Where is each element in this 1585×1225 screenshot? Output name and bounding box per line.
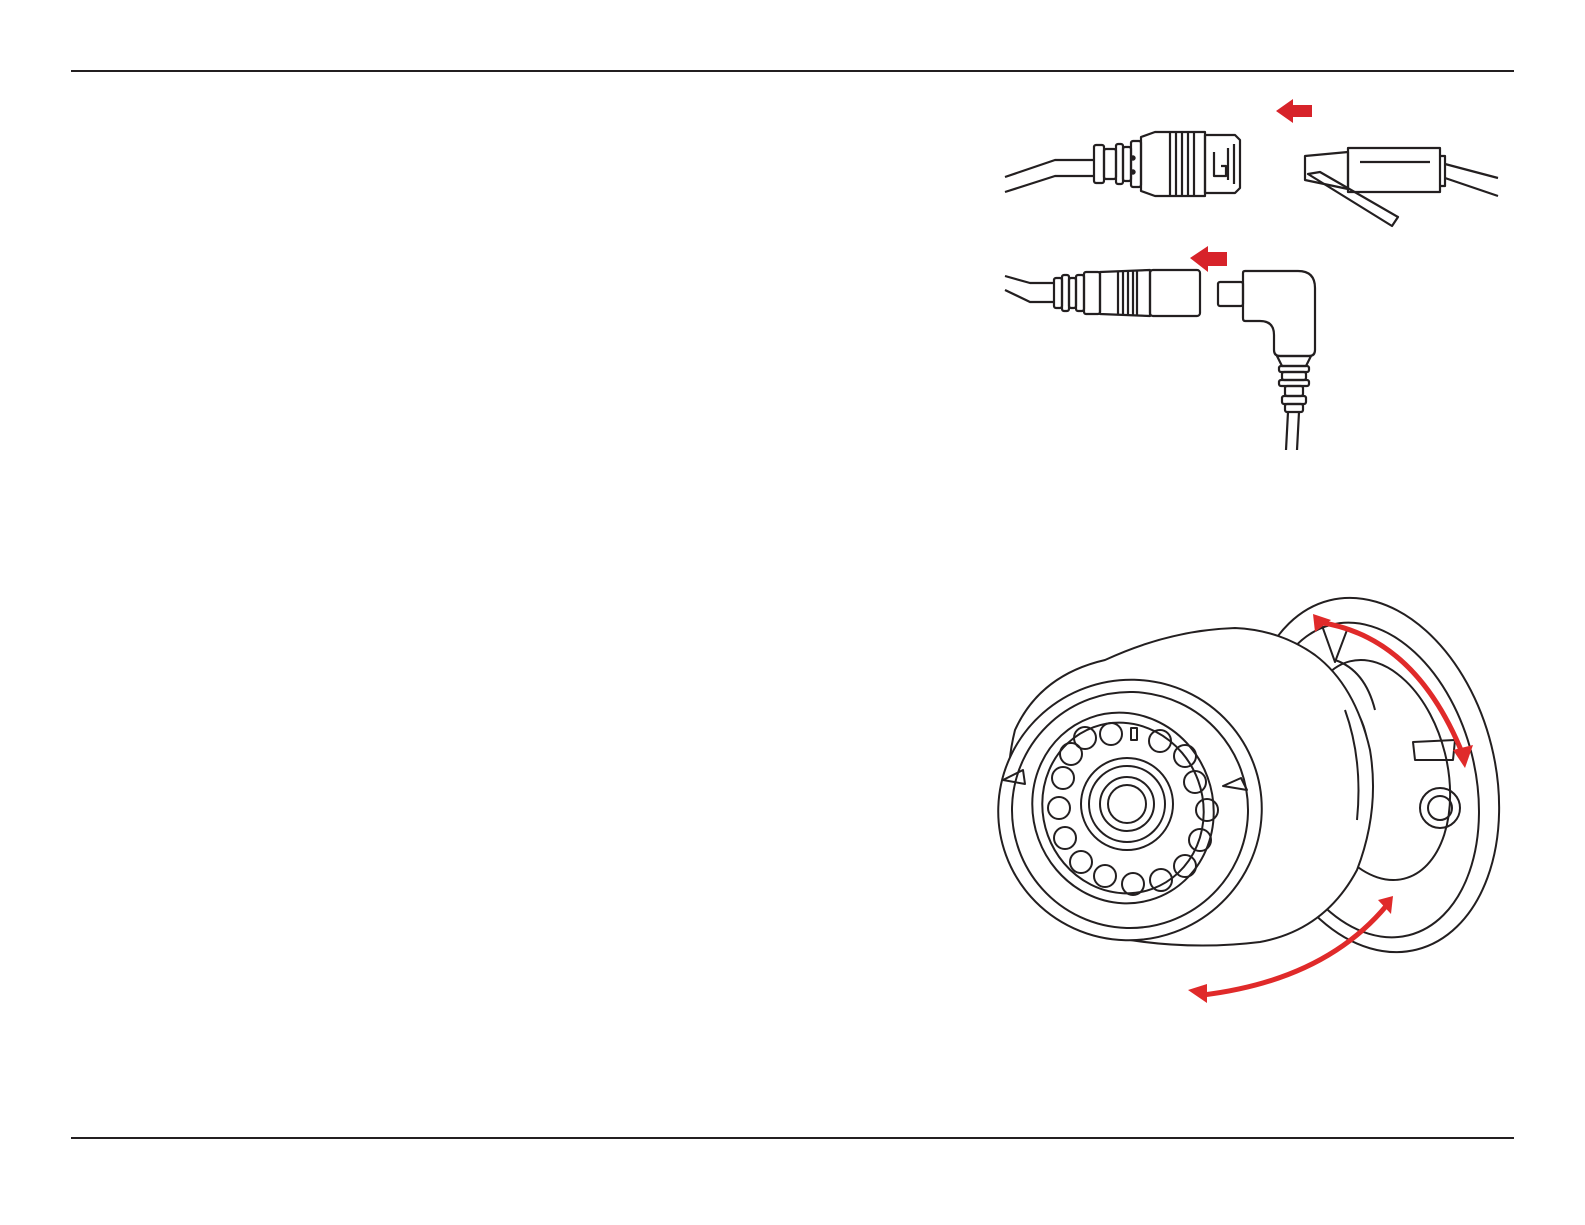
- power-plug-body: [1243, 271, 1315, 356]
- header-rule: [71, 70, 1514, 72]
- power-plug-tip: [1218, 282, 1243, 306]
- power-insert-arrow-icon: [1190, 246, 1227, 272]
- power-cable: [1005, 276, 1055, 302]
- camera-illustration: [995, 600, 1515, 1020]
- ethernet-cable: [1005, 160, 1095, 192]
- power-connector-illustration: [1000, 238, 1340, 453]
- ethernet-connector-illustration: [1000, 92, 1500, 237]
- ethernet-insert-arrow-icon: [1276, 99, 1312, 123]
- footer-rule: [71, 1137, 1514, 1139]
